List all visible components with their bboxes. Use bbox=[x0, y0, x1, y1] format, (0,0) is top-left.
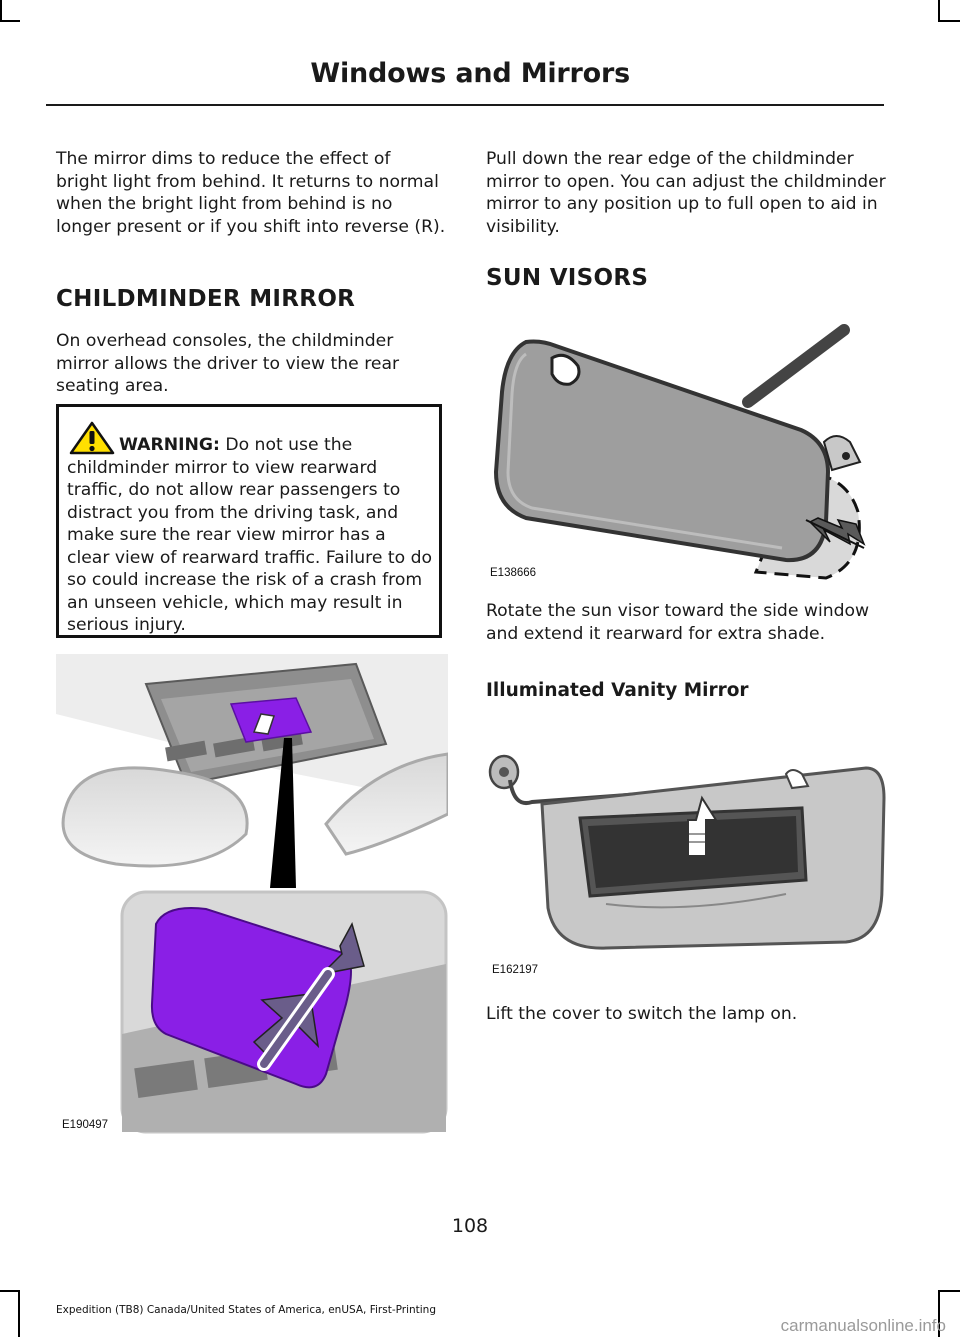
vanity-paragraph-block: Lift the cover to switch the lamp on. bbox=[486, 1003, 886, 1026]
childminder-open-block: Pull down the rear edge of the childmind… bbox=[486, 148, 886, 238]
vanity-mirror-heading: Illuminated Vanity Mirror bbox=[486, 680, 749, 701]
crop-mark bbox=[938, 20, 960, 22]
crop-mark bbox=[0, 20, 20, 22]
warning-triangle-icon bbox=[69, 421, 115, 455]
crop-mark bbox=[0, 1290, 20, 1292]
vanity-mirror-paragraph: Lift the cover to switch the lamp on. bbox=[486, 1004, 798, 1024]
footer-edition: Expedition (TB8) Canada/United States of… bbox=[56, 1304, 437, 1316]
vanity-heading-block: Illuminated Vanity Mirror bbox=[486, 680, 886, 701]
crop-mark bbox=[938, 0, 940, 22]
crop-mark bbox=[938, 1290, 940, 1337]
crop-mark bbox=[0, 0, 2, 22]
warning-label: WARNING: bbox=[119, 435, 220, 455]
page-number: 108 bbox=[451, 1215, 489, 1237]
page-title: Windows and Mirrors bbox=[310, 58, 630, 89]
intro-paragraph: The mirror dims to reduce the effect of … bbox=[56, 149, 446, 237]
figure-code-vanity-mirror: E162197 bbox=[492, 964, 539, 976]
sun-visors-heading: SUN VISORS bbox=[486, 265, 649, 291]
childminder-heading-block: CHILDMINDER MIRROR bbox=[56, 286, 446, 312]
childminder-open-paragraph: Pull down the rear edge of the childmind… bbox=[486, 149, 886, 237]
vanity-mirror-figure bbox=[488, 754, 886, 950]
sun-visor-paragraph: Rotate the sun visor toward the side win… bbox=[486, 601, 870, 644]
sun-visor-paragraph-block: Rotate the sun visor toward the side win… bbox=[486, 600, 886, 645]
figure-code-sun-visor: E138666 bbox=[490, 567, 537, 579]
intro-paragraph-block: The mirror dims to reduce the effect of … bbox=[56, 148, 446, 238]
header-rule bbox=[46, 104, 884, 106]
childminder-heading: CHILDMINDER MIRROR bbox=[56, 286, 356, 312]
figure-code-childminder: E190497 bbox=[62, 1119, 109, 1131]
childminder-intro-paragraph: On overhead consoles, the childminder mi… bbox=[56, 331, 400, 396]
childminder-mirror-figure bbox=[56, 654, 448, 1134]
childminder-intro-block: On overhead consoles, the childminder mi… bbox=[56, 330, 446, 398]
watermark: carmanualsonline.info bbox=[780, 1316, 946, 1335]
crop-mark bbox=[18, 1290, 20, 1337]
warning-text: Do not use the childminder mirror to vie… bbox=[67, 435, 433, 635]
sun-visor-figure bbox=[493, 324, 866, 580]
sun-visors-heading-block: SUN VISORS bbox=[486, 265, 886, 291]
crop-mark bbox=[938, 1290, 960, 1292]
warning-box: WARNING: Do not use the childminder mirr… bbox=[56, 404, 442, 638]
page-header: Windows and Mirrors bbox=[46, 58, 884, 89]
